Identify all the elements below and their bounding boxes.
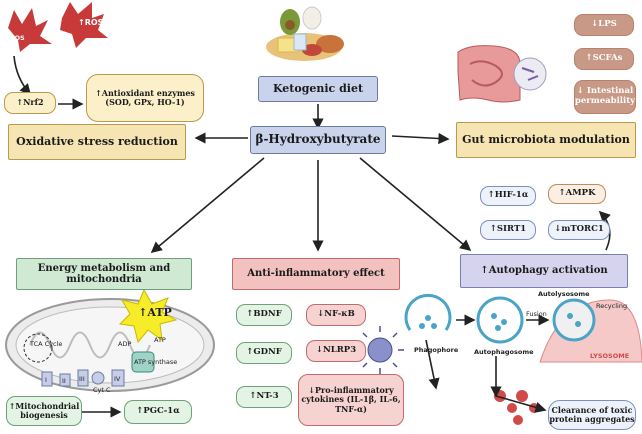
- ros-right-label: ↑ROS: [78, 18, 104, 27]
- autophagosome-label: Autophagosome: [474, 348, 534, 356]
- nt3-pill: ↑NT-3: [236, 386, 292, 408]
- mitochondrial-biogenesis-pill: ↑Mitochondrial biogenesis: [6, 396, 82, 426]
- lps-pill: ↓LPS: [574, 14, 634, 36]
- atp-label: ↑ATP: [138, 305, 172, 319]
- ros-left-label: ↓ROS: [4, 34, 25, 42]
- mtorc1-pill: ↓mTORC1: [548, 220, 610, 240]
- ketogenic-diet-box: Ketogenic diet: [258, 76, 378, 102]
- mitochondria-illustration: [5, 288, 215, 392]
- nfkb-pill: ↓NF-κB: [306, 304, 366, 326]
- scfa-pill: ↑SCFAs: [574, 48, 634, 70]
- autophagy-illustration: [404, 293, 642, 425]
- anti-inflammatory-box: Anti-inflammatory effect: [232, 258, 400, 290]
- bdnf-pill: ↑BDNF: [236, 304, 292, 326]
- nrf2-pill: ↑Nrf2: [4, 92, 56, 114]
- gdnf-pill: ↑GDNF: [236, 342, 292, 364]
- lysosome-label: LYSOSOME: [590, 352, 630, 360]
- food-illustration: [266, 6, 344, 61]
- complex-3-label: III: [79, 375, 85, 383]
- atp-synthase-label: ATP synthase: [134, 358, 178, 366]
- complex-2-label: II: [62, 377, 66, 385]
- gut-microbiota-box: Gut microbiota modulation: [456, 122, 636, 158]
- cytc-label: Cyt C: [93, 386, 111, 394]
- cytokines-pill: ↓Pro-inflammatory cytokines (IL-1β, IL-6…: [298, 374, 404, 426]
- tca-label: TCA Cycle: [30, 340, 63, 348]
- nlrp3-pill: ↓NLRP3: [306, 340, 366, 362]
- complex-4-label: IV: [114, 375, 121, 383]
- atp-small-label: ATP: [154, 336, 166, 344]
- complex-1-label: I: [45, 376, 47, 384]
- ros-blobs: [8, 2, 108, 52]
- ampk-pill: ↑AMPK: [548, 184, 606, 204]
- energy-metabolism-box: Energy metabolism and mitochondria: [16, 258, 192, 290]
- hif1a-pill: ↑HIF-1α: [480, 186, 536, 206]
- gut-illustration: [457, 45, 547, 103]
- adp-label: ADP: [118, 340, 132, 348]
- fusion-label: Fusion: [526, 310, 547, 318]
- arrows: [13, 55, 611, 418]
- clearance-pill: Clearance of toxic protein aggregates: [548, 400, 636, 430]
- phagophore-label: Phagophore: [414, 346, 459, 354]
- sirt1-pill: ↑SIRT1: [480, 220, 536, 240]
- oxidative-stress-box: Oxidative stress reduction: [8, 124, 186, 160]
- bhb-box: β-Hydroxybutyrate: [250, 126, 386, 154]
- recycling-label: Recycling: [596, 302, 628, 310]
- pgc1a-pill: ↑PGC-1α: [124, 400, 192, 424]
- antioxidant-enzymes-pill: ↑Antioxidant enzymes (SOD, GPx, HO-1): [86, 74, 204, 122]
- autolysosome-label: Autolysosome: [538, 290, 590, 298]
- permeability-pill: ↓ Intestinal permeability: [574, 80, 636, 114]
- autophagy-box: ↑Autophagy activation: [460, 254, 628, 288]
